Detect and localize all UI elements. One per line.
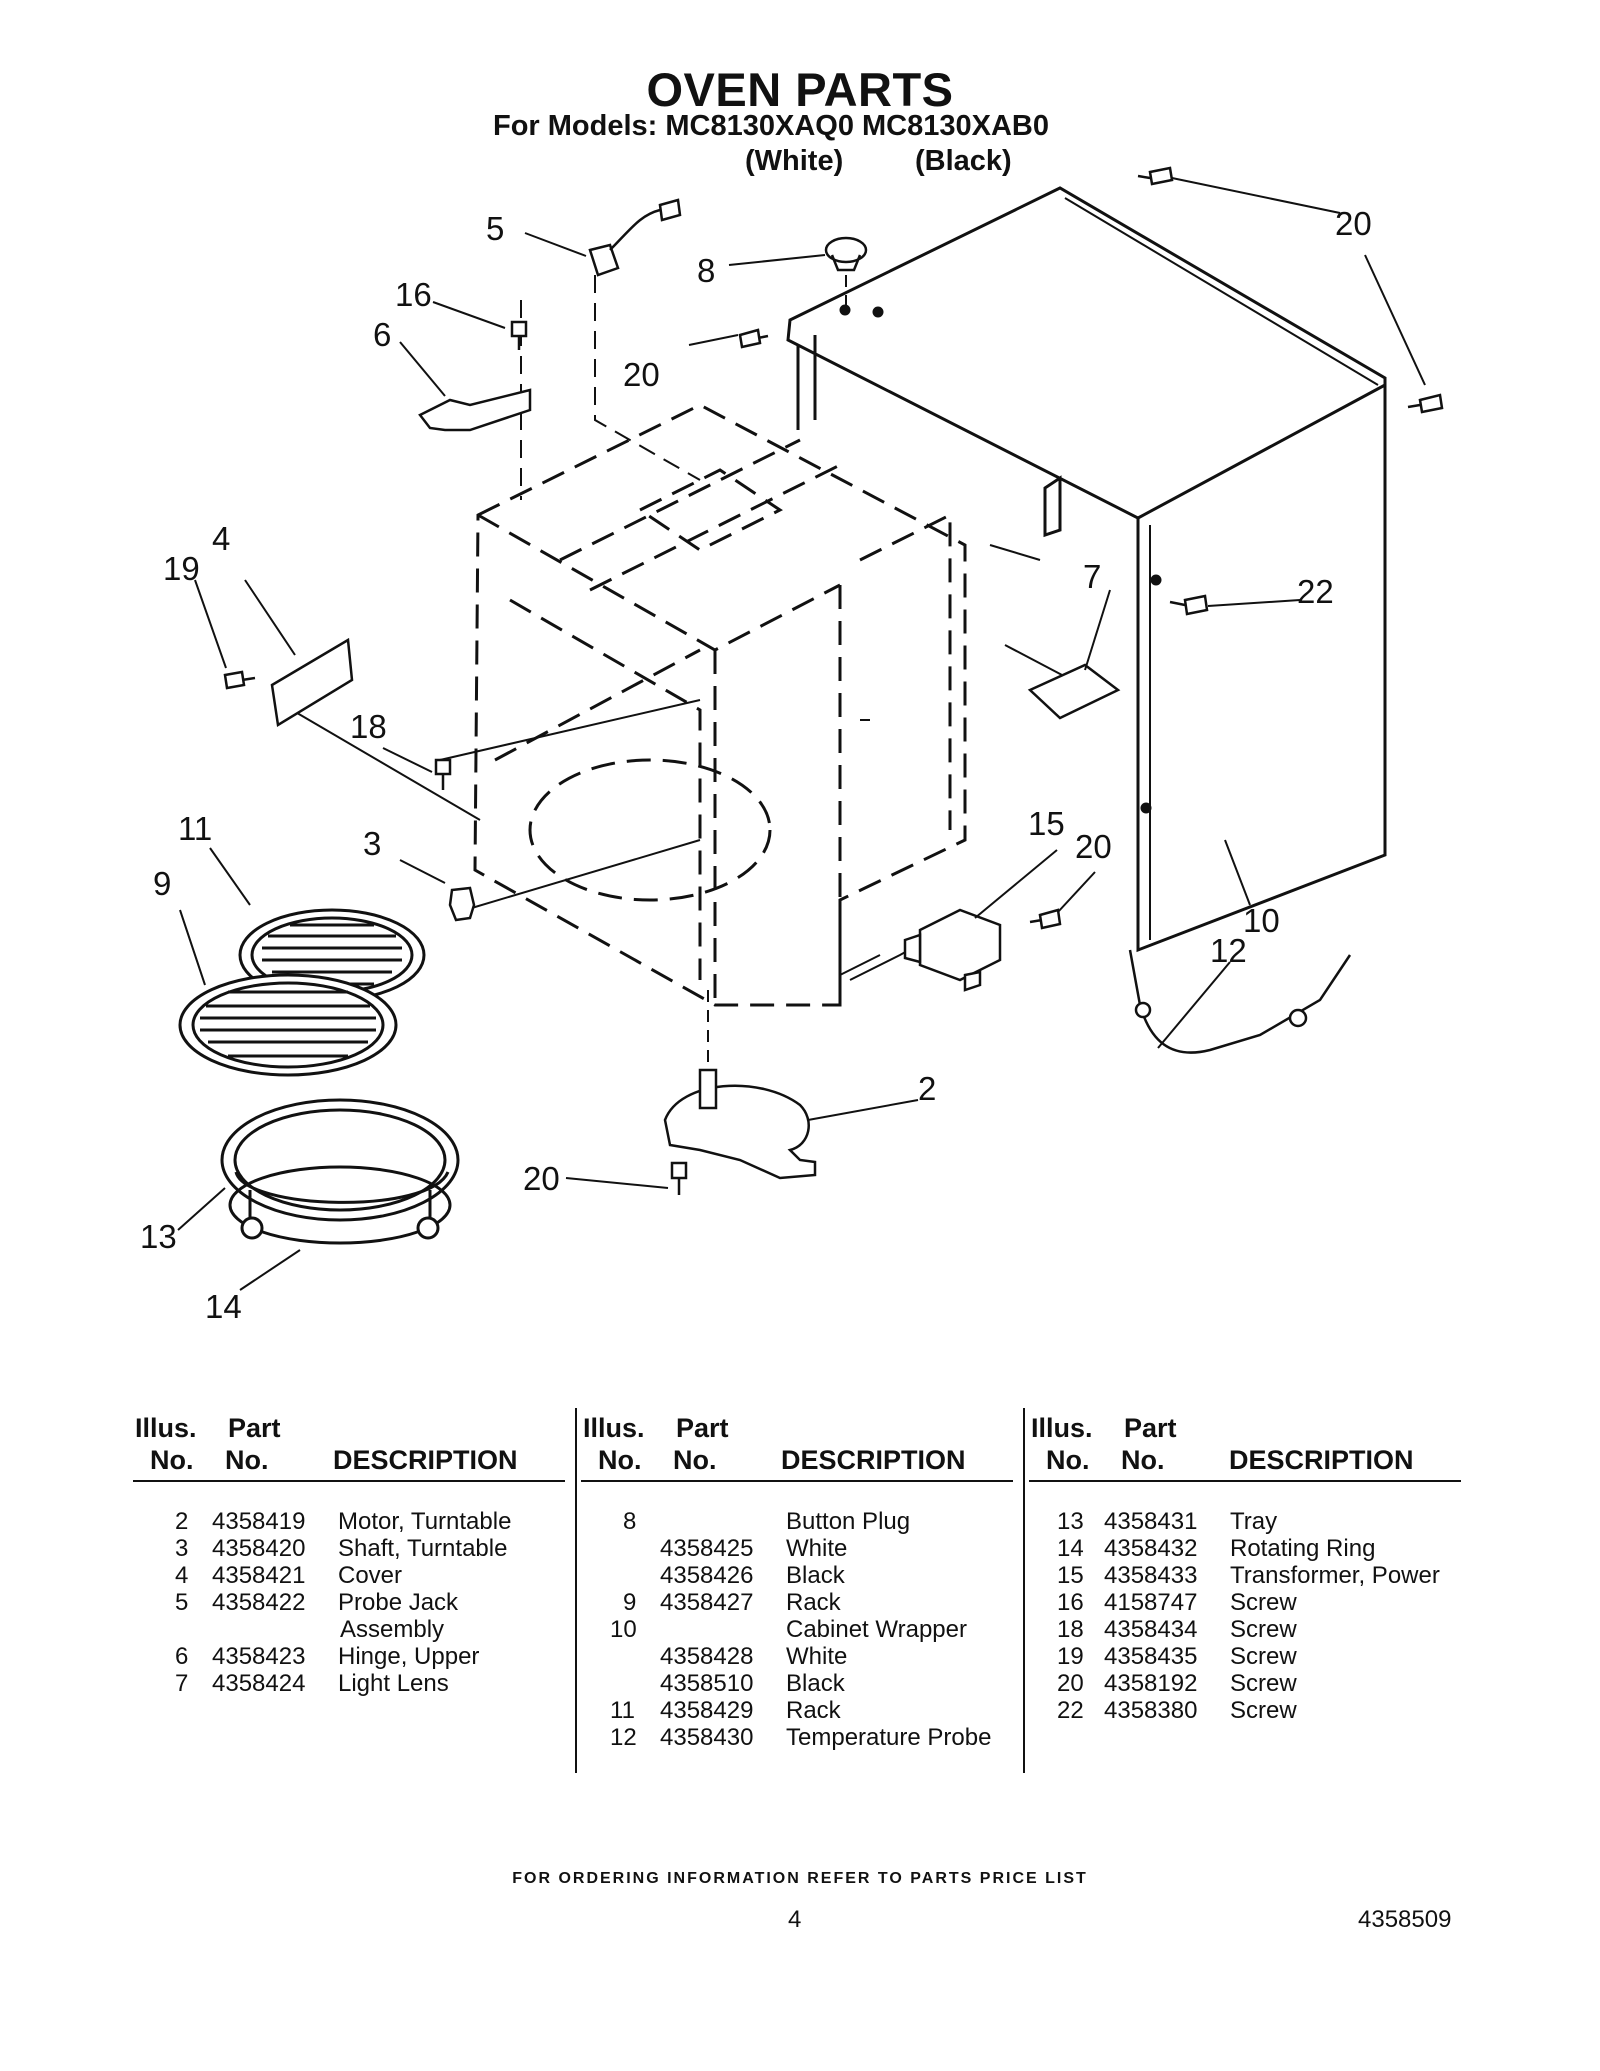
variant-white-label: (White) bbox=[745, 145, 844, 177]
callout-8: 8 bbox=[697, 252, 715, 289]
header-rule bbox=[1029, 1480, 1461, 1482]
callout-12: 12 bbox=[1210, 932, 1247, 969]
callout-3: 3 bbox=[363, 825, 381, 862]
callout-19: 19 bbox=[163, 550, 200, 587]
cabinet-wrapper-drawing bbox=[786, 186, 1387, 953]
header-part-no: No. bbox=[1121, 1445, 1165, 1475]
header-illus-no: No. bbox=[1046, 1445, 1090, 1475]
callout-22: 22 bbox=[1297, 573, 1334, 610]
callout-20-cabinet: 20 bbox=[623, 356, 660, 393]
header-part-no: No. bbox=[673, 1445, 717, 1475]
header-part: Part bbox=[676, 1413, 729, 1443]
callout-2: 2 bbox=[918, 1070, 936, 1107]
header-illus: Illus. bbox=[1031, 1413, 1093, 1443]
header-illus: Illus. bbox=[135, 1413, 197, 1443]
callout-arrows bbox=[177, 177, 1426, 1291]
column-divider bbox=[1023, 1408, 1025, 1773]
models-line: For Models: MC8130XAQ0 MC8130XAB0 bbox=[493, 110, 1049, 142]
callout-10: 10 bbox=[1243, 902, 1280, 939]
callout-20-motor: 20 bbox=[523, 1160, 560, 1197]
callout-5: 5 bbox=[486, 210, 504, 247]
callout-6: 6 bbox=[373, 316, 391, 353]
header-illus-no: No. bbox=[598, 1445, 642, 1475]
callout-20-transformer: 20 bbox=[1075, 828, 1112, 865]
header-description: DESCRIPTION bbox=[1229, 1445, 1414, 1475]
header-part-no: No. bbox=[225, 1445, 269, 1475]
ordering-note: FOR ORDERING INFORMATION REFER TO PARTS … bbox=[512, 1870, 1088, 1887]
document-number: 4358509 bbox=[1358, 1906, 1452, 1933]
header-illus-no: No. bbox=[150, 1445, 194, 1475]
callout-16: 16 bbox=[395, 276, 432, 313]
callout-14: 14 bbox=[205, 1288, 242, 1325]
callout-4: 4 bbox=[212, 520, 230, 557]
callout-labels: 5 8 20 16 6 20 19 4 7 22 18 11 3 15 20 9… bbox=[140, 205, 1372, 1325]
page-title: OVEN PARTS bbox=[646, 63, 954, 116]
column-divider bbox=[575, 1408, 577, 1773]
header-description: DESCRIPTION bbox=[781, 1445, 966, 1475]
callout-18: 18 bbox=[350, 708, 387, 745]
header-part: Part bbox=[228, 1413, 281, 1443]
header-part: Part bbox=[1124, 1413, 1177, 1443]
small-parts-drawing bbox=[223, 166, 1444, 1195]
callout-13: 13 bbox=[140, 1218, 177, 1255]
header-rule bbox=[581, 1480, 1013, 1482]
chassis-dashed-drawing bbox=[473, 403, 967, 1007]
variant-black-label: (Black) bbox=[915, 145, 1012, 177]
header-illus: Illus. bbox=[583, 1413, 645, 1443]
callout-7: 7 bbox=[1083, 558, 1101, 595]
callout-11: 11 bbox=[178, 810, 212, 847]
rack-and-turntable-drawing bbox=[178, 908, 460, 1245]
exploded-parts-diagram: 5 8 20 16 6 20 19 4 7 22 18 11 3 15 20 9… bbox=[140, 166, 1444, 1325]
header-rule bbox=[133, 1480, 565, 1482]
callout-9: 9 bbox=[153, 865, 171, 902]
callout-15: 15 bbox=[1028, 805, 1065, 842]
page-number: 4 bbox=[788, 1906, 802, 1933]
header-description: DESCRIPTION bbox=[333, 1445, 518, 1475]
callout-20-top-right: 20 bbox=[1335, 205, 1372, 242]
